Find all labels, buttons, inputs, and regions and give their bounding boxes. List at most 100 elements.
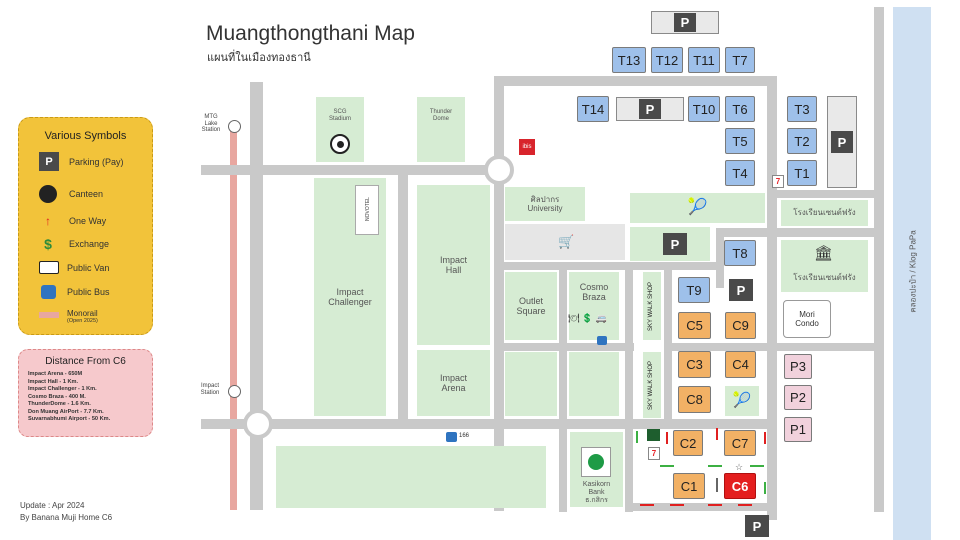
- parking-icon-silpakorn: P: [663, 233, 687, 255]
- tennis-court-north: 🎾: [630, 193, 765, 223]
- impact-hall-label: Impact Hall: [439, 254, 467, 275]
- seven-eleven-icon: 7: [772, 175, 784, 188]
- road-west-north: [250, 82, 263, 172]
- building-t1[interactable]: T1: [787, 160, 817, 186]
- building-t3[interactable]: T3: [787, 96, 817, 122]
- kasikorn-logo-icon: [581, 447, 611, 477]
- building-c8[interactable]: C8: [678, 386, 711, 413]
- sky-walk-shop-1-label: SKY WALK SHOP: [648, 281, 655, 331]
- building-p1[interactable]: P1: [784, 417, 812, 442]
- distance-line: Don Muang AirPort - 7.7 Km.: [28, 408, 104, 415]
- one-way-arrow-gray: [716, 478, 718, 492]
- roundabout-west-top: [242, 157, 270, 185]
- outlet-square-label: Outlet Square: [516, 295, 546, 316]
- football-icon: [330, 134, 350, 154]
- exchange-icon: $: [44, 236, 52, 252]
- road-inner-vertical-1: [559, 262, 567, 512]
- road-inner-vertical-2: [625, 262, 633, 512]
- restaurant-icon-c2: [647, 429, 660, 441]
- mtg-lake-station-label: MTG Lake Station: [201, 114, 221, 134]
- parking-lot-east: P: [827, 96, 857, 188]
- canteen-icon: [39, 185, 57, 203]
- road-bottom-horizontal: [201, 419, 771, 429]
- legend-title: Various Symbols: [44, 130, 127, 142]
- building-c1[interactable]: C1: [673, 473, 705, 499]
- one-way-arrow: [708, 504, 722, 506]
- building-t14[interactable]: T14: [577, 96, 609, 122]
- one-way-arrow: [640, 504, 654, 506]
- shopping-cart-icon: 🛒: [558, 234, 575, 249]
- distance-line: Cosmo Braza - 400 M.: [28, 393, 86, 400]
- mtg-lake-station-icon: [228, 120, 241, 133]
- one-way-arrow: [764, 432, 766, 444]
- building-t10[interactable]: T10: [688, 96, 720, 122]
- impact-station-icon: [228, 385, 241, 398]
- distance-line: Impact Hall - 1 Km.: [28, 378, 79, 385]
- green-lot-south-2: [569, 352, 619, 416]
- road-inner-horizontal: [494, 262, 724, 270]
- parking-icon: P: [674, 13, 696, 32]
- impact-station-label: Impact Station: [200, 383, 220, 396]
- building-c5[interactable]: C5: [678, 312, 711, 339]
- legend-label-bus: Public Bus: [67, 287, 110, 297]
- road-inner-horizontal-3: [664, 343, 774, 351]
- distance-title: Distance From C6: [45, 356, 126, 367]
- building-c6[interactable]: C6: [724, 473, 756, 499]
- star-icon: ☆: [735, 462, 744, 472]
- road-east-horizontal-3: [777, 343, 884, 351]
- ibis-label: ibis: [522, 144, 532, 150]
- one-way-arrow: [660, 465, 674, 467]
- cosmo-braza: Cosmo Braza: [569, 272, 619, 340]
- thunder-dome-label: Thunder Dome: [429, 109, 453, 122]
- novotel-label: NOVOTEL: [365, 197, 371, 221]
- one-way-arrow: [708, 465, 722, 467]
- building-p3[interactable]: P3: [784, 354, 812, 379]
- building-t12[interactable]: T12: [651, 47, 683, 73]
- building-t6[interactable]: T6: [725, 96, 755, 122]
- building-c4[interactable]: C4: [725, 351, 756, 378]
- school-1: โรงเรียนเซนต์ฟรัง: [781, 200, 868, 226]
- building-t9[interactable]: T9: [678, 277, 710, 303]
- impact-arena-label: Impact Arena: [439, 372, 467, 393]
- one-way-arrow: [764, 482, 766, 494]
- building-c3[interactable]: C3: [678, 351, 711, 378]
- shopping-area: 🛒: [505, 224, 625, 260]
- building-t5[interactable]: T5: [725, 128, 755, 154]
- parking-icon-south: P: [745, 515, 769, 537]
- bus-route-number: 166: [459, 433, 470, 439]
- bus-icon: [41, 285, 56, 299]
- cosmo-icons: 🍽 💲 🚐: [568, 313, 607, 323]
- parking-icon: P: [639, 99, 661, 119]
- tennis-icon-south: 🎾: [732, 392, 752, 410]
- school-1-label: โรงเรียนเซนต์ฟรัง: [793, 208, 856, 218]
- building-t13[interactable]: T13: [612, 47, 646, 73]
- building-p2[interactable]: P2: [784, 385, 812, 410]
- footer-update: Update : Apr 2024: [20, 501, 85, 510]
- outlet-square: Outlet Square: [505, 272, 557, 340]
- building-t2[interactable]: T2: [787, 128, 817, 154]
- building-t4[interactable]: T4: [725, 160, 755, 186]
- distance-line: ThunderDome - 1.6 Km.: [28, 401, 91, 408]
- road-center-vertical: [494, 76, 504, 511]
- one-way-arrow: [670, 504, 684, 506]
- road-top-horizontal: [201, 165, 501, 175]
- bus-icon: [446, 432, 457, 442]
- impact-arena: Impact Arena: [417, 350, 490, 416]
- building-c2[interactable]: C2: [673, 430, 703, 456]
- kasikorn-bank-label: Kasikorn Bank ธ.กสิกร: [582, 480, 611, 504]
- building-c9[interactable]: C9: [725, 312, 756, 339]
- building-c7[interactable]: C7: [724, 430, 756, 456]
- one-way-arrow: [716, 428, 718, 440]
- legend-row-exchange: $ Exchange: [39, 236, 109, 252]
- legend-row-bus: Public Bus: [39, 285, 110, 299]
- building-t8[interactable]: T8: [724, 240, 756, 266]
- road-north-horizontal: [494, 76, 777, 86]
- building-t7[interactable]: T7: [725, 47, 755, 73]
- parking-icon-t8: P: [729, 279, 753, 301]
- parking-lot-top: P: [651, 11, 719, 34]
- legend-label-parking: Parking (Pay): [69, 156, 124, 167]
- one-way-arrow: [750, 465, 764, 467]
- building-t11[interactable]: T11: [688, 47, 720, 73]
- van-icon: [39, 261, 59, 274]
- canal-label: คลองปะป๋า / Klog PaPa: [908, 230, 918, 313]
